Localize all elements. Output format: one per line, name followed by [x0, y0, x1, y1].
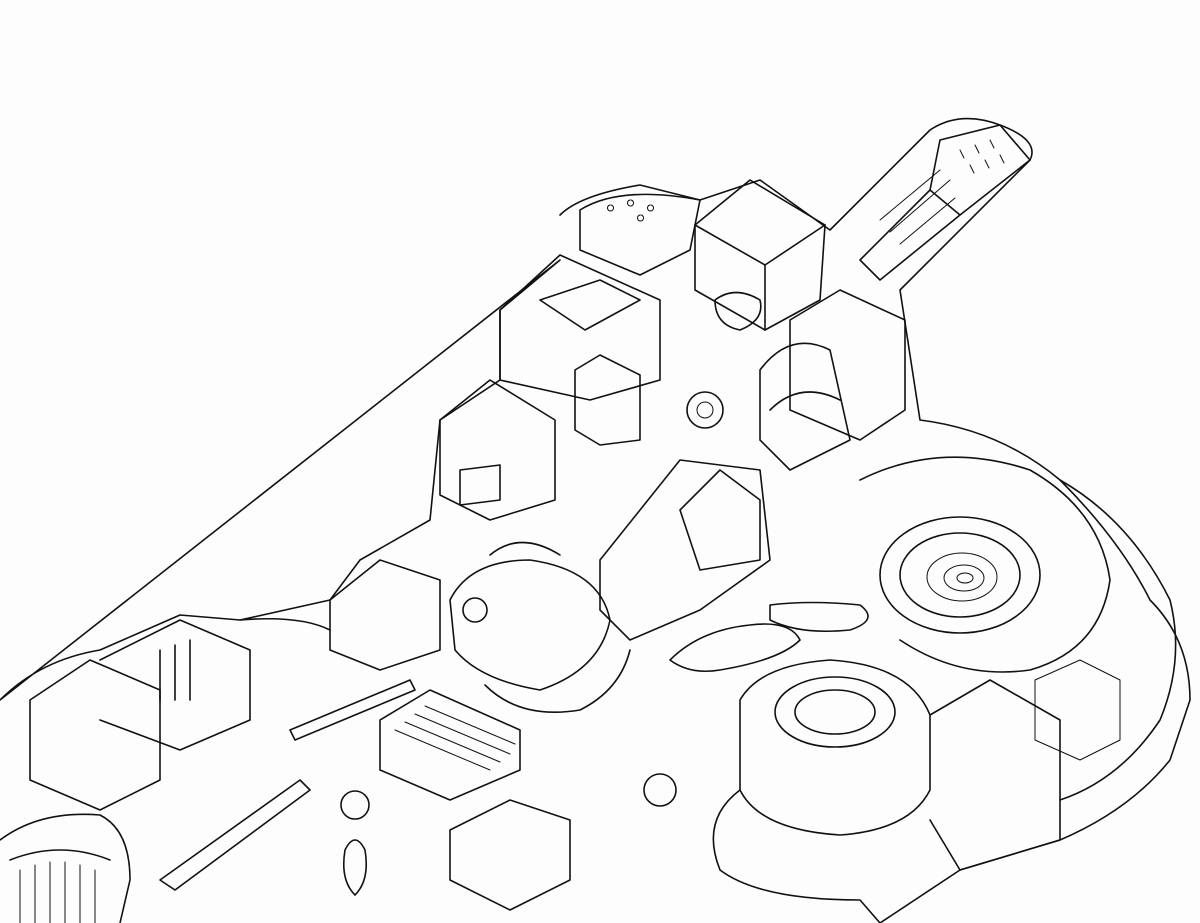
round-building: [712, 659, 1061, 923]
lower-left-buildings: [0, 617, 331, 923]
top-buildings: [439, 179, 826, 521]
path-curve: [1059, 479, 1177, 801]
circular-plaza: [859, 456, 1111, 673]
site-outline: [559, 117, 1191, 923]
site-outline-left: [0, 259, 561, 701]
middle-buildings: [329, 459, 771, 713]
right-buildings: [759, 289, 906, 471]
right-small-building: [1034, 659, 1121, 761]
terraces: [289, 679, 571, 911]
trees: [340, 291, 869, 896]
diagonal-arm: [859, 124, 1031, 281]
fountain: [686, 391, 724, 429]
